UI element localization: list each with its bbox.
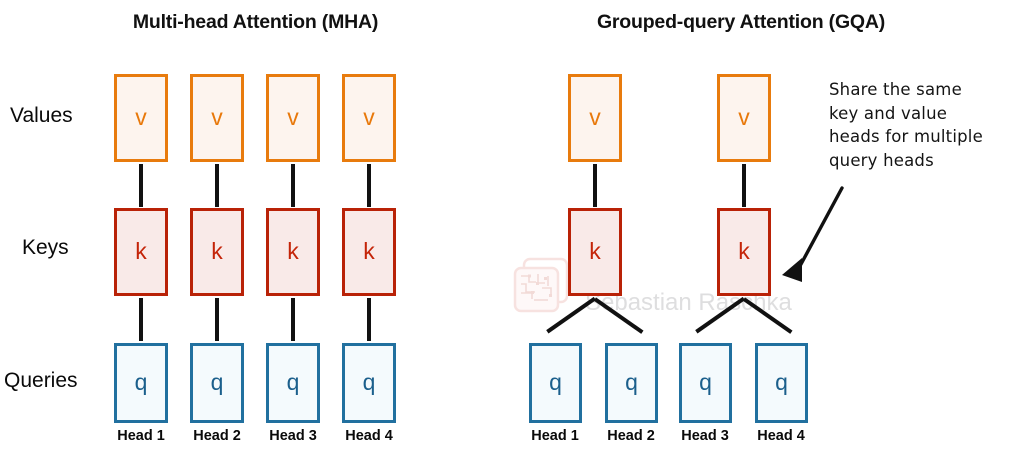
panel-title-mha: Multi-head Attention (MHA): [132, 11, 379, 33]
gqa-connector-v-k-2: [742, 164, 746, 207]
mha-head-caption-2: Head 2: [193, 428, 241, 444]
query-glyph: q: [286, 368, 300, 395]
query-glyph: q: [775, 368, 788, 395]
mha-value-box-3: v: [266, 74, 320, 162]
gqa-query-box-1: q: [529, 343, 582, 423]
mha-connector-v-k-4: [367, 164, 371, 207]
gqa-key-box-1: k: [568, 208, 622, 296]
key-glyph: k: [135, 237, 147, 264]
mha-connector-v-k-1: [139, 164, 143, 207]
row-label-keys: Keys: [22, 236, 69, 259]
mha-query-box-3: q: [266, 343, 320, 423]
gqa-connector-v-k-1: [593, 164, 597, 207]
value-glyph: v: [589, 103, 601, 130]
mha-head-caption-1: Head 1: [117, 428, 165, 444]
row-label-values: Values: [10, 104, 73, 127]
query-glyph: q: [549, 368, 562, 395]
query-glyph: q: [625, 368, 638, 395]
value-glyph: v: [363, 103, 375, 130]
annotation-line-4: query heads: [829, 150, 934, 170]
mha-value-box-2: v: [190, 74, 244, 162]
mha-key-box-1: k: [114, 208, 168, 296]
query-glyph: q: [699, 368, 712, 395]
key-glyph: k: [363, 237, 375, 264]
annotation-line-3: heads for multiple: [829, 127, 983, 146]
gqa-head-caption-4: Head 4: [757, 428, 805, 444]
query-glyph: q: [210, 368, 224, 395]
value-glyph: v: [738, 103, 750, 130]
gqa-head-caption-2: Head 2: [607, 428, 655, 444]
row-label-queries: Queries: [4, 369, 78, 392]
panel-title-gqa: Grouped-query Attention (GQA): [596, 11, 886, 33]
mha-query-box-4: q: [342, 343, 396, 423]
mha-query-box-1: q: [114, 343, 168, 423]
mha-key-box-2: k: [190, 208, 244, 296]
gqa-query-box-4: q: [755, 343, 808, 423]
value-glyph: v: [211, 103, 223, 130]
mha-connector-v-k-2: [215, 164, 219, 207]
query-glyph: q: [134, 368, 148, 395]
mha-connector-v-k-3: [291, 164, 295, 207]
mha-head-caption-4: Head 4: [345, 428, 393, 444]
gqa-value-box-1: v: [568, 74, 622, 162]
watermark-logo-icon: [513, 257, 569, 313]
gqa-head-caption-1: Head 1: [531, 428, 579, 444]
value-glyph: v: [287, 103, 299, 130]
mha-value-box-4: v: [342, 74, 396, 162]
mha-connector-k-q-4: [367, 298, 371, 341]
gqa-query-box-3: q: [679, 343, 732, 423]
value-glyph: v: [135, 103, 147, 130]
key-glyph: k: [589, 237, 601, 264]
mha-key-box-3: k: [266, 208, 320, 296]
mha-value-box-1: v: [114, 74, 168, 162]
mha-query-box-2: q: [190, 343, 244, 423]
key-glyph: k: [738, 237, 750, 264]
annotation-note: Share the same key and value heads for m…: [829, 78, 1019, 172]
gqa-head-caption-3: Head 3: [681, 428, 729, 444]
annotation-line-2: key and value: [829, 103, 948, 123]
gqa-value-box-2: v: [717, 74, 771, 162]
annotation-line-1: Share the same: [829, 80, 962, 99]
gqa-key-box-2: k: [717, 208, 771, 296]
gqa-query-box-2: q: [605, 343, 658, 423]
mha-connector-k-q-3: [291, 298, 295, 341]
mha-head-caption-3: Head 3: [269, 428, 317, 444]
query-glyph: q: [362, 368, 376, 395]
key-glyph: k: [287, 237, 299, 264]
mha-connector-k-q-1: [139, 298, 143, 341]
annotation-arrow-icon: [782, 186, 844, 282]
mha-key-box-4: k: [342, 208, 396, 296]
mha-connector-k-q-2: [215, 298, 219, 341]
key-glyph: k: [211, 237, 223, 264]
